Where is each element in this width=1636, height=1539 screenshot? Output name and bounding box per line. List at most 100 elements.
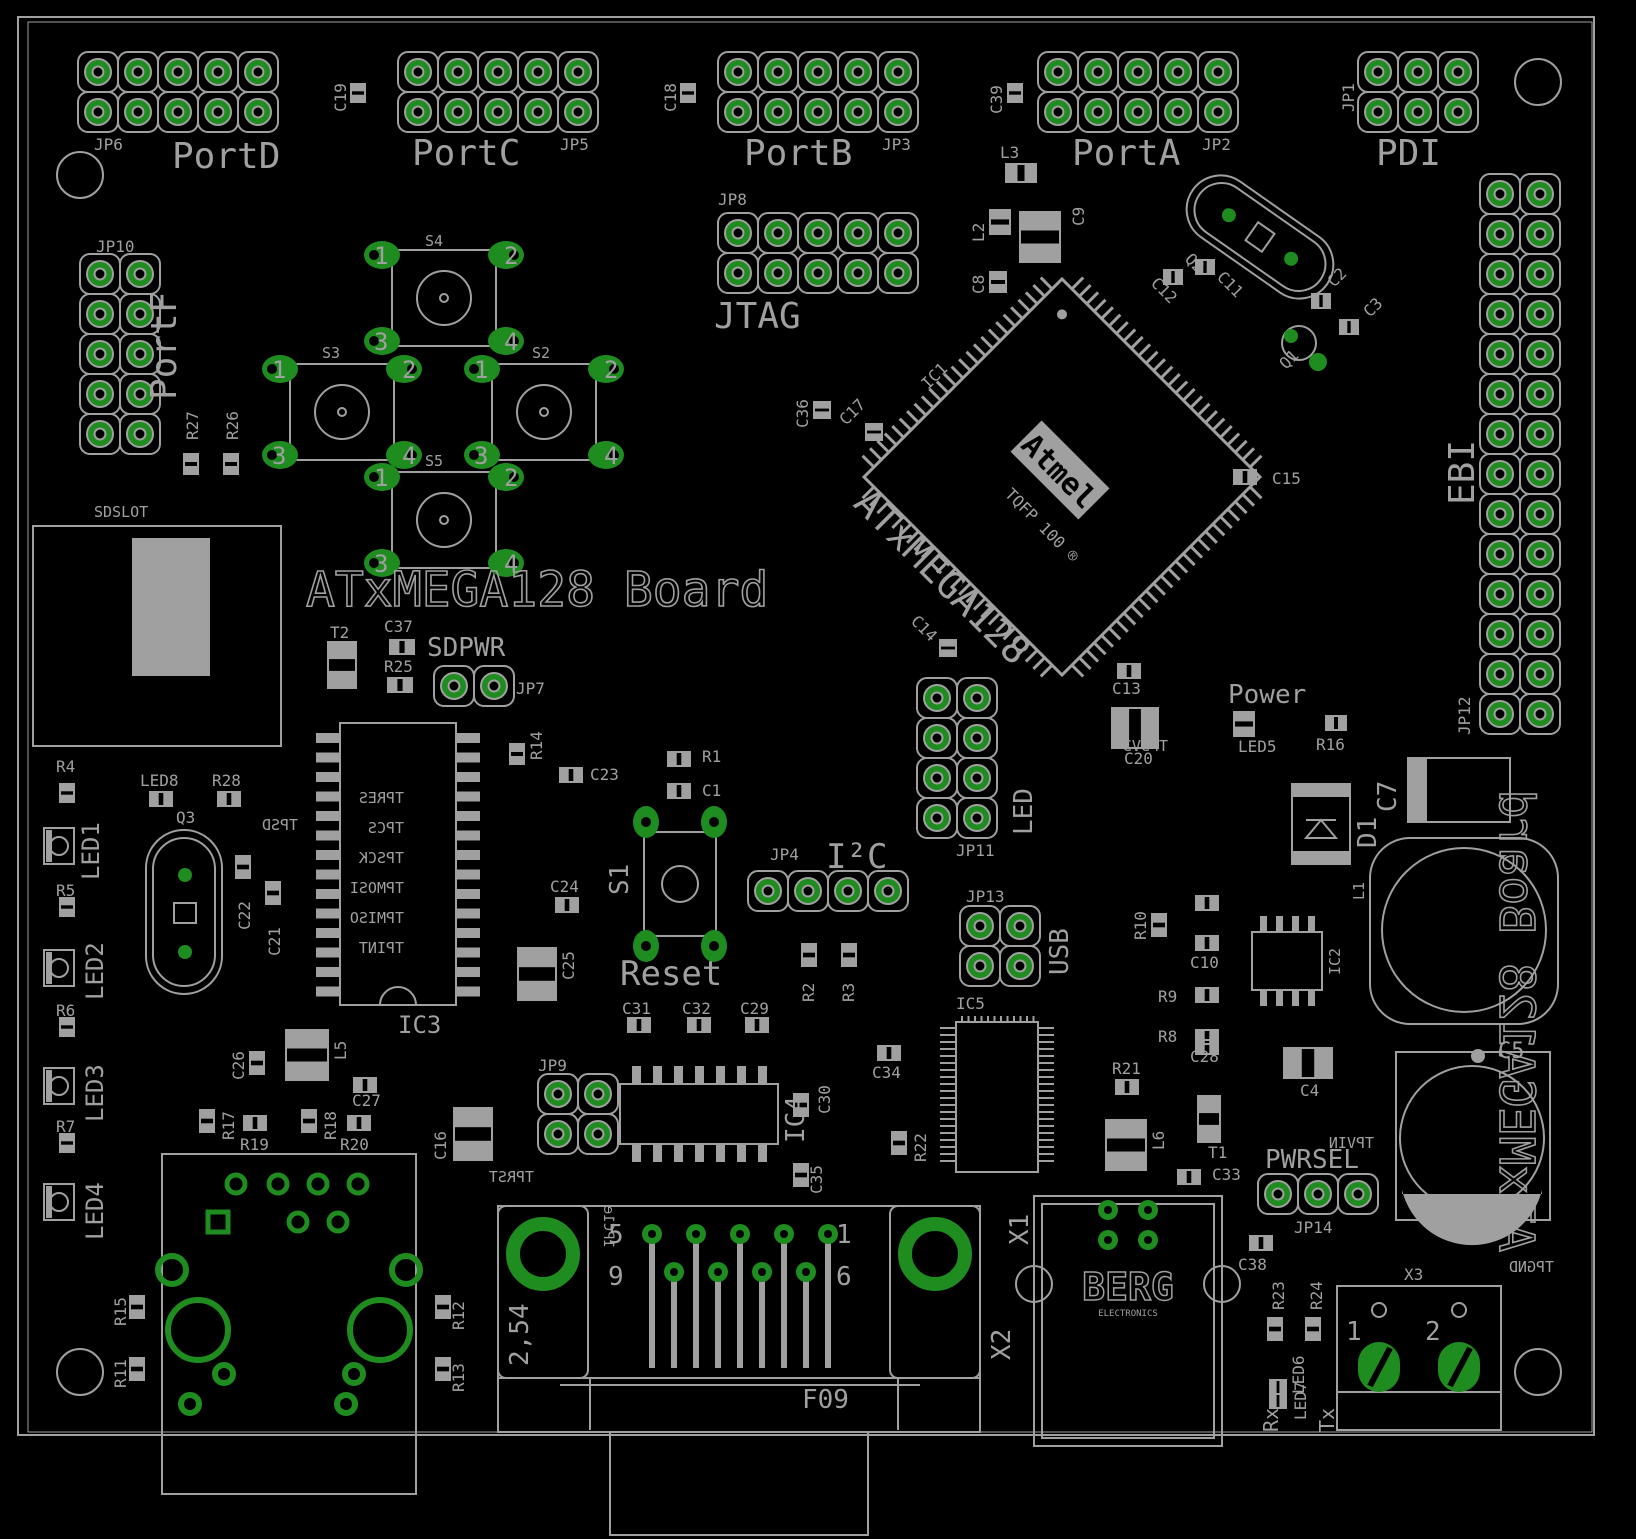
pad-hole: [591, 1127, 605, 1141]
part-outline: [243, 1115, 267, 1131]
led-pad: [46, 952, 52, 984]
ic3-pin: [456, 869, 480, 880]
qfp-pin: [1234, 500, 1248, 515]
refdes: C8: [969, 275, 988, 294]
part-outline: [353, 1077, 377, 1093]
refdes: C38: [1238, 1255, 1267, 1274]
qfp-pin: [1137, 597, 1152, 611]
pad-hole: [851, 105, 865, 119]
part-pad: [201, 1123, 213, 1131]
pad-hole: [1013, 959, 1027, 973]
qfp-pin: [1174, 380, 1189, 394]
part-pad: [991, 273, 1005, 280]
switch-pad-hole: [267, 364, 277, 374]
part-pad: [815, 411, 829, 417]
switch-pad-hole: [267, 450, 277, 460]
pad-hole: [881, 884, 895, 898]
qfp-pin: [1241, 447, 1256, 461]
capacitor-c5: [1395, 1049, 1551, 1246]
header-led: [916, 677, 998, 839]
part-pad: [245, 1117, 253, 1129]
ic3-dip: [316, 722, 480, 1006]
c2: [1311, 293, 1331, 309]
pad-hole: [1493, 587, 1507, 601]
ic2-pin: [1276, 990, 1283, 1006]
pad-hole: [771, 226, 785, 240]
tp3v3: TP3V3: [1123, 737, 1168, 755]
refdes: C28: [1190, 1047, 1219, 1066]
switch-actuator: [661, 865, 699, 903]
jp11-ref: JP11: [956, 841, 995, 860]
part-outline: [1249, 1235, 1273, 1251]
led1-label: LED1: [77, 822, 105, 880]
jp2-ref: JP2: [1202, 135, 1231, 154]
part-pad: [185, 455, 197, 462]
part-pad: [795, 1107, 807, 1115]
qfp-pin: [1249, 485, 1263, 500]
l3: [1005, 163, 1037, 183]
part-pad: [681, 753, 689, 765]
subd-pad-hole: [648, 1230, 656, 1238]
pad-hole: [1351, 1187, 1365, 1201]
refdes: C39: [987, 85, 1006, 114]
pad-hole: [551, 1087, 565, 1101]
refdes: C26: [229, 1051, 248, 1080]
pad-hole: [1533, 627, 1547, 641]
switch-pad: [588, 355, 624, 383]
pad-hole: [930, 771, 944, 785]
part-outline: [347, 1115, 371, 1131]
pad-hole: [771, 65, 785, 79]
ic2-pin: [1308, 916, 1315, 932]
qfp-pin: [906, 530, 920, 544]
qfp-pin: [980, 604, 994, 619]
switch-body: [391, 471, 497, 569]
mounting-hole: [56, 1348, 104, 1396]
pad-hole: [811, 65, 825, 79]
r25: [387, 677, 413, 693]
led-outline: [43, 1183, 75, 1221]
part-pad: [669, 785, 677, 797]
pad-hole: [891, 65, 905, 79]
pad-hole: [761, 884, 775, 898]
pad-hole: [930, 691, 944, 705]
pad-hole: [731, 226, 745, 240]
part-pad: [185, 466, 197, 473]
part-outline: [453, 1107, 493, 1161]
qfp-pin: [1152, 582, 1166, 596]
switch-actuator: [416, 270, 472, 326]
part-outline: [1007, 83, 1023, 103]
switch-pad-hole: [407, 450, 417, 460]
refdes: C9: [1069, 207, 1088, 226]
part-outline: [149, 791, 173, 807]
qfp-pin: [1093, 641, 1107, 656]
ic3-pin: [456, 830, 480, 841]
c13: [1117, 663, 1141, 679]
pad-hole: [93, 427, 107, 441]
part-pad: [151, 793, 159, 805]
c38: [1249, 1235, 1273, 1251]
part-pad: [991, 284, 1005, 291]
refdes: C33: [1212, 1165, 1241, 1184]
qfp-pin: [980, 335, 994, 350]
refdes: R28: [212, 771, 241, 790]
pad-hole: [591, 1087, 605, 1101]
jp10-ref: JP10: [96, 237, 135, 256]
part-outline: [129, 1295, 145, 1319]
pad-hole: [1533, 507, 1547, 521]
refdes: LED7: [1291, 1381, 1310, 1420]
s3-ref: S3: [322, 344, 340, 362]
part-pad: [1209, 1041, 1217, 1053]
pad-hole: [1533, 667, 1547, 681]
crystal-q3: [145, 829, 223, 995]
part-outline: [745, 1017, 769, 1033]
pad-hole: [1211, 65, 1225, 79]
pad-hole: [731, 65, 745, 79]
qfp-pin: [1100, 634, 1114, 648]
qfp-pin: [1159, 574, 1174, 589]
refdes: R10: [1131, 911, 1150, 940]
jack-pad: [346, 1172, 370, 1196]
led-header-label: LED: [1009, 788, 1039, 835]
qfp-pin: [883, 432, 898, 446]
refdes: C19: [331, 83, 350, 112]
